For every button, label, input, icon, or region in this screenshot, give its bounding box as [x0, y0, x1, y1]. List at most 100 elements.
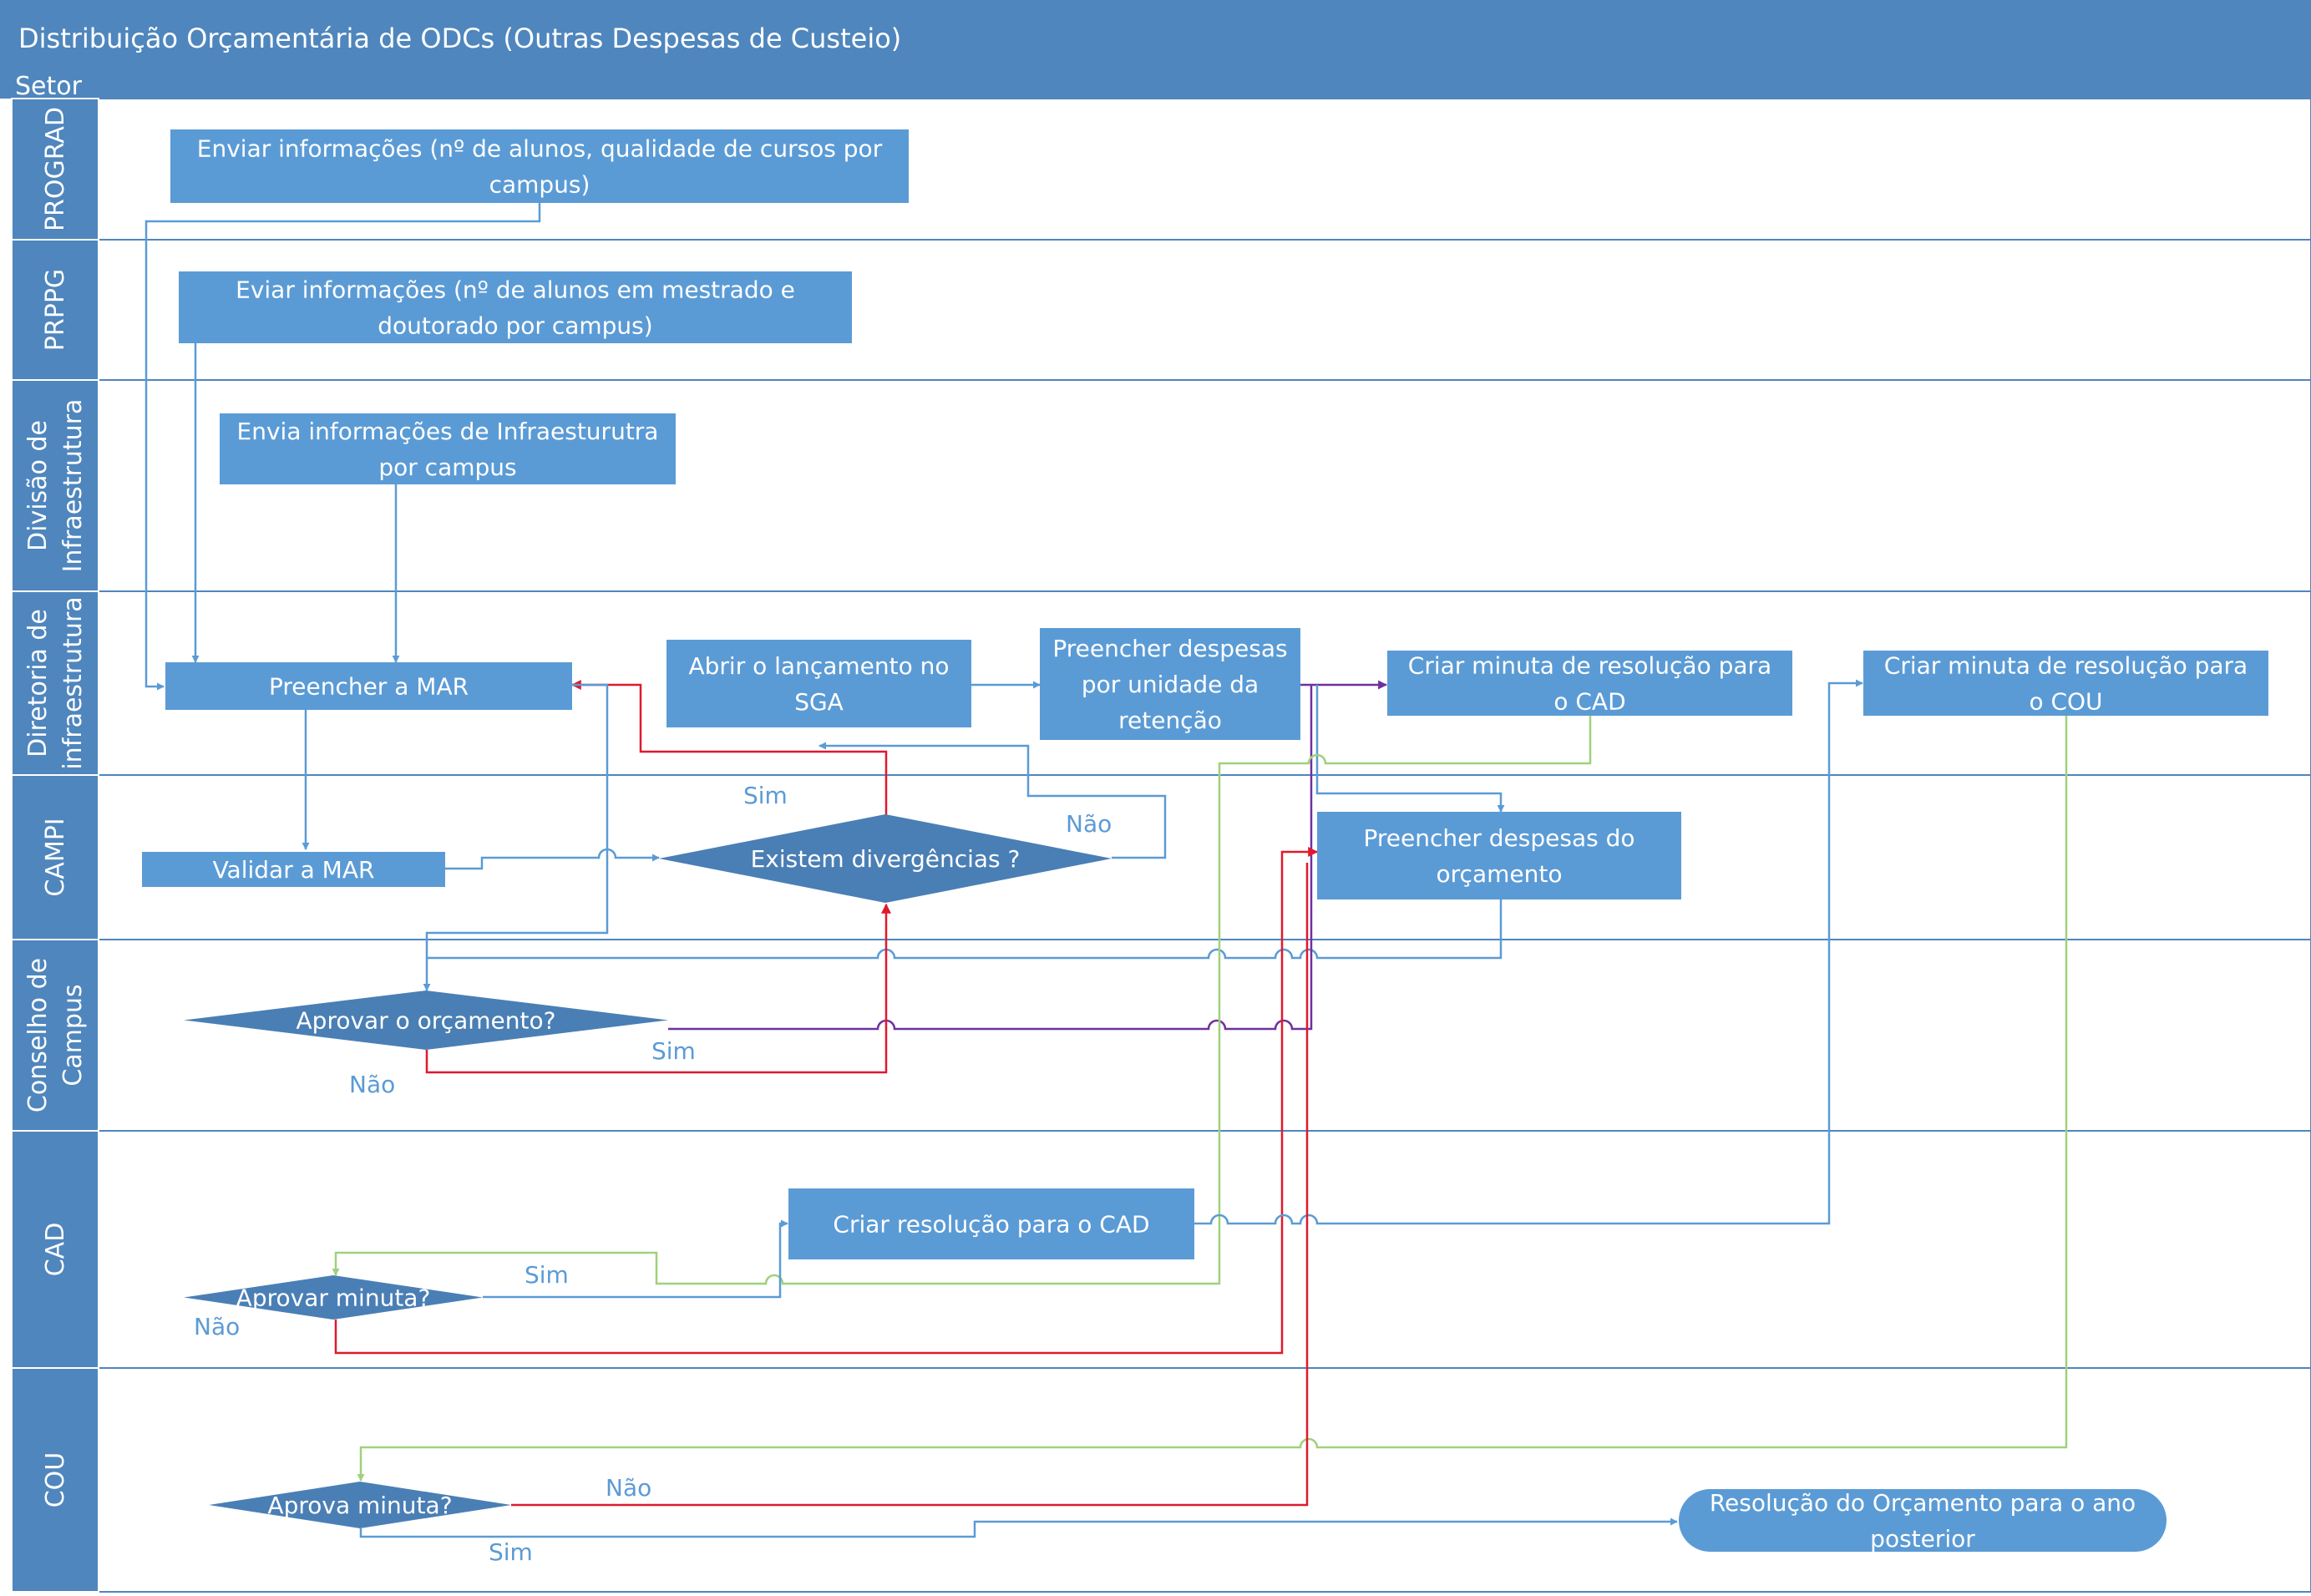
lane-label-cou: COU [41, 1452, 70, 1508]
process-shape [220, 413, 676, 484]
lane-label-line: CAMPI [41, 818, 70, 896]
node-label-line: Preencher despesas [1052, 635, 1287, 662]
node-label-line: SGA [794, 688, 844, 716]
lane-label-line: PROGRAD [41, 107, 70, 231]
node-label-line: Resolução do Orçamento para o ano [1710, 1489, 2136, 1517]
lane-header-div-infra [11, 379, 99, 592]
edge-label-orc-nao: Não [349, 1071, 395, 1098]
node-resolucao-cad: Criar resolução para o CAD [788, 1188, 1194, 1259]
node-label-line: por unidade da [1082, 671, 1259, 698]
lane-label-line: Divisão de [23, 420, 53, 551]
edge-label-div-sim: Sim [743, 782, 788, 809]
edge-label-cou-sim: Sim [489, 1538, 533, 1566]
process-shape [1387, 651, 1792, 716]
lane-header-cou [11, 1367, 99, 1593]
lane-header-cad [11, 1130, 99, 1369]
process-shape [788, 1188, 1194, 1259]
edge-label-orc-sim: Sim [651, 1037, 696, 1065]
node-label: Validar a MAR [213, 856, 375, 884]
edge-div-nao [818, 742, 1167, 859]
node-aprovar-orcamento: Aprovar o orçamento? [184, 991, 668, 1050]
lane-label-cad: CAD [41, 1223, 70, 1277]
node-label: Existem divergências ? [751, 845, 1021, 873]
process-shape [142, 852, 445, 887]
decision-shape [659, 814, 1112, 903]
node-label: Aprova minuta? [267, 1492, 452, 1519]
connectors [144, 203, 2068, 1538]
edge-cad-nao [334, 847, 1319, 1355]
edge-retencao-orcamento [1315, 685, 1505, 813]
process-shape [179, 271, 852, 343]
node-preencher-mar: Preencher a MAR [165, 662, 572, 710]
node-label-line: Eviar informações (nº de alunos em mestr… [236, 276, 795, 304]
node-label: Envia informações de Infraesturutra por c… [237, 418, 659, 481]
lane-label-prograd: PROGRAD [41, 107, 70, 231]
edge-labels: Sim Não Sim Não Sim Não Não Sim [194, 782, 1112, 1566]
node-label-line: o CAD [1553, 688, 1625, 716]
lane-header-dir-infra [11, 590, 99, 776]
node-eviar-prppg: Eviar informações (nº de alunos em mestr… [179, 271, 852, 343]
process-shape [165, 662, 572, 710]
node-label-line: Validar a MAR [213, 856, 375, 884]
decision-shape [209, 1482, 511, 1528]
node-label: Eviar informações (nº de alunos em mestr… [236, 276, 795, 340]
node-label-line: Aprova minuta? [267, 1492, 452, 1519]
edge-label-cou-nao: Não [606, 1474, 651, 1502]
lane-label-campi: CAMPI [41, 818, 70, 896]
lane-header-prppg [11, 239, 99, 381]
node-divergencias: Existem divergências ? [659, 814, 1112, 903]
edge-orcamento-aprovar [423, 899, 1503, 991]
edge-rescad-minutacou [1194, 679, 1863, 1225]
lane-label-prppg: PRPPG [41, 269, 70, 351]
lane-label-line: Infraestrutura [58, 399, 88, 573]
edge-minutacad-aprovar [332, 716, 1592, 1285]
lane-label-line: COU [41, 1452, 70, 1508]
node-label-line: Aprovar o orçamento? [296, 1007, 556, 1035]
edge-div-sim [570, 680, 888, 815]
node-label: Aprovar o orçamento? [296, 1007, 556, 1035]
lane-header-campi [11, 774, 99, 940]
node-label-line: doutorado por campus) [378, 312, 652, 340]
node-label-line: Existem divergências ? [751, 845, 1021, 873]
edge-cou-sim [359, 1517, 1678, 1538]
process-shape [1040, 628, 1300, 740]
edge-mar-conselho [425, 683, 609, 958]
node-validar-mar: Validar a MAR [142, 852, 445, 887]
lane-label-line: PRPPG [41, 269, 70, 351]
node-label-line: Criar resolução para o CAD [833, 1211, 1149, 1239]
node-enviar-prograd: Enviar informações (nº de alunos, qualid… [170, 129, 909, 203]
header-band [0, 71, 2311, 99]
terminal-shape [1679, 1489, 2167, 1552]
lane-header-conselho [11, 939, 99, 1132]
node-label-line: Envia informações de Infraesturutra [237, 418, 659, 445]
diagram-title: Distribuição Orçamentária de ODCs (Outra… [18, 23, 901, 54]
process-shape [1863, 651, 2268, 716]
header-label: Setor [15, 72, 83, 101]
lane-label-line: infraestrutura [58, 596, 88, 769]
lane-div-infra [11, 379, 2311, 592]
node-label-line: campus) [489, 171, 590, 199]
edge-label-div-nao: Não [1066, 810, 1112, 838]
lane-cou [11, 1367, 2311, 1593]
flow-nodes: Enviar informações (nº de alunos, qualid… [142, 129, 2268, 1553]
process-shape [666, 640, 971, 727]
lane-label-line: Conselho de [23, 958, 53, 1112]
node-label-line: por campus [378, 453, 516, 481]
title-bar [0, 0, 2311, 71]
node-label: Enviar informações (nº de alunos, qualid… [197, 135, 883, 199]
